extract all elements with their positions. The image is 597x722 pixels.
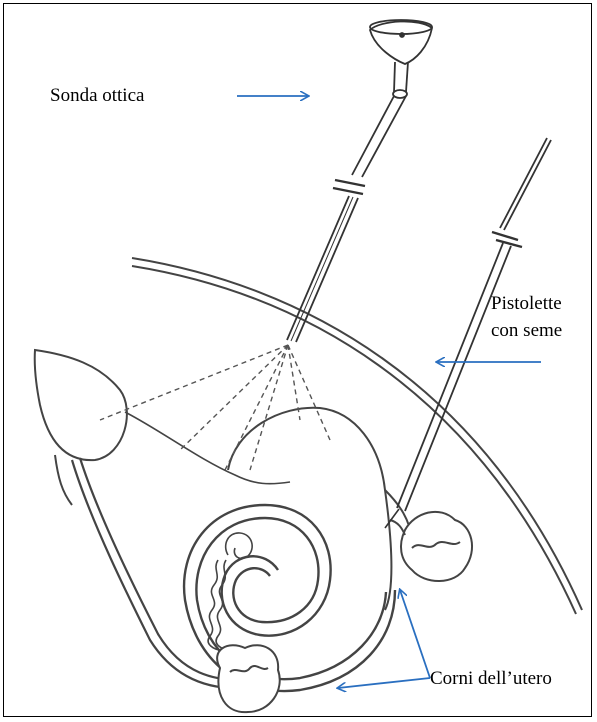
probe-label: Sonda ottica <box>50 86 144 105</box>
right-ovary <box>390 512 472 581</box>
uterine-horn <box>184 505 395 691</box>
horn-arrow-lower <box>338 678 430 688</box>
horn-arrow-upper <box>400 590 430 678</box>
left-ovary <box>35 350 127 505</box>
gun-label-line1: Pistolette <box>491 294 562 313</box>
horns-label: Corni dell’utero <box>430 669 552 688</box>
bottom-ovary <box>217 645 280 712</box>
uterus-body <box>228 408 412 610</box>
gun-label-line2: con seme <box>491 321 562 340</box>
optical-probe <box>287 20 432 342</box>
oviduct-coil <box>208 533 252 650</box>
light-cone <box>100 345 330 470</box>
